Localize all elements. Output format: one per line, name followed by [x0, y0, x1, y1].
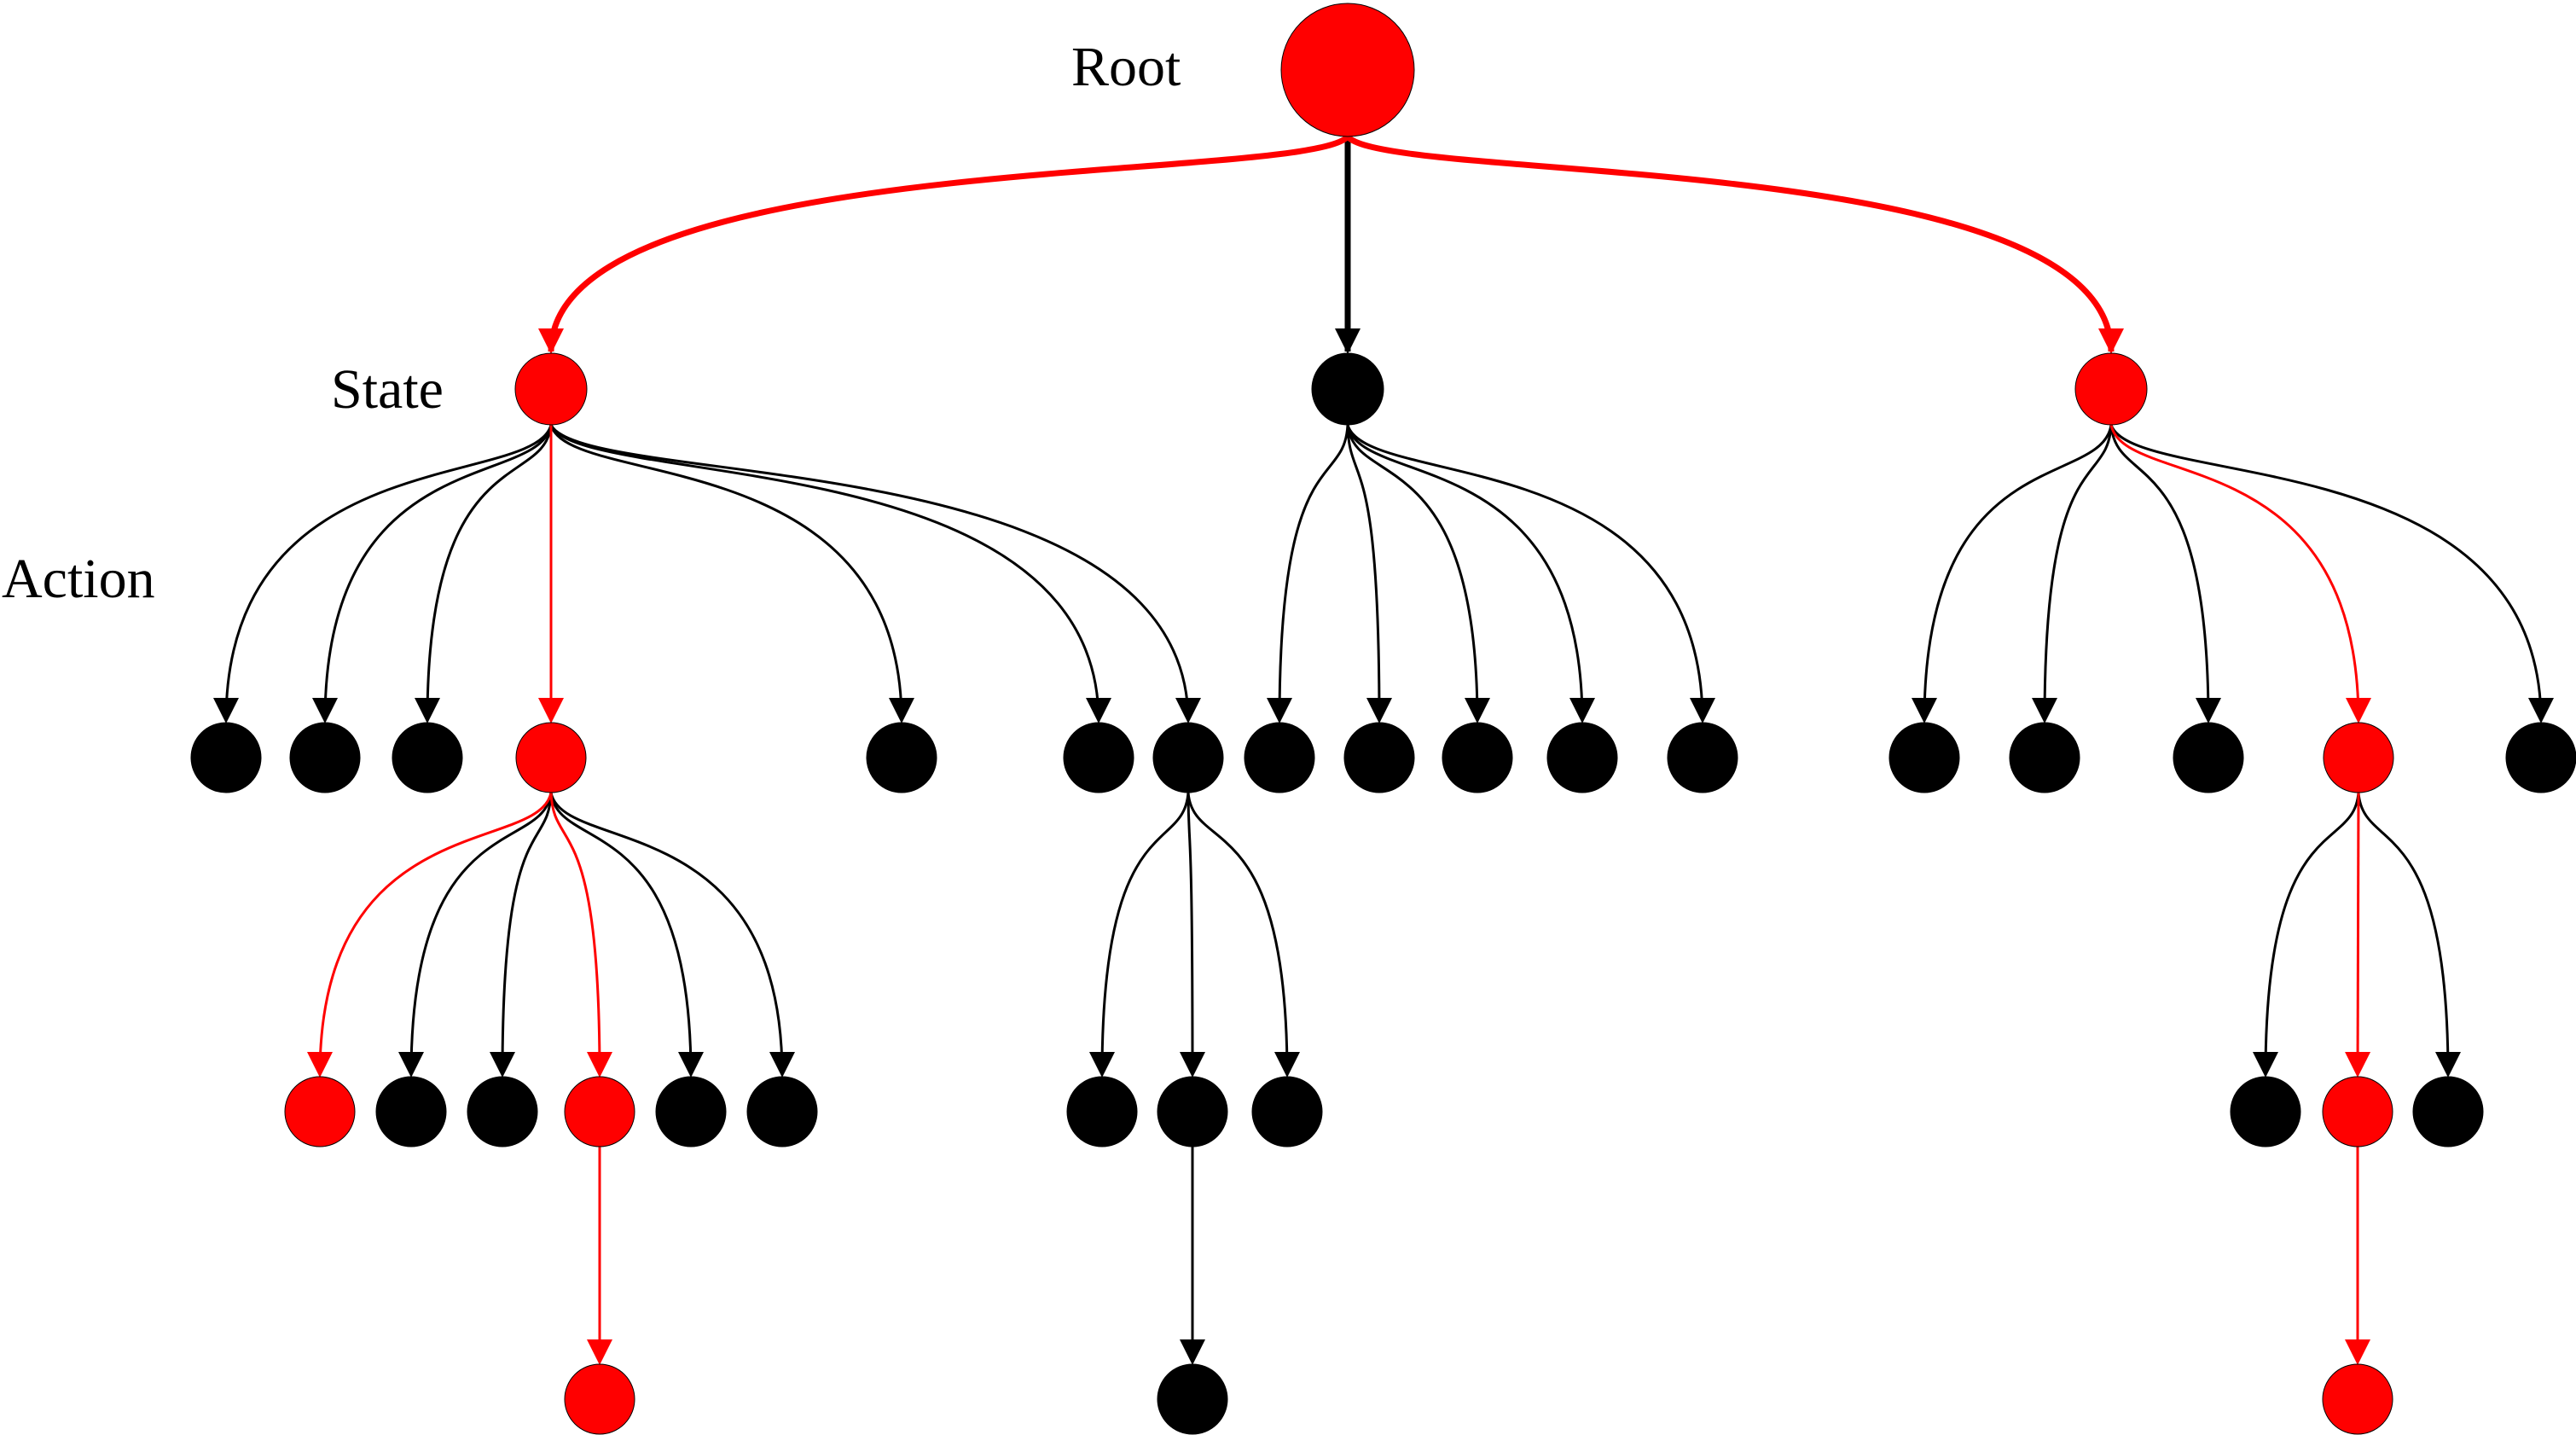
edge-s2-to-s2-a5: [1346, 424, 1715, 723]
node-s1-a4-c3: [467, 1076, 538, 1147]
edge-s1-to-s1-a7: [549, 424, 1201, 723]
edge-s3-to-s3-a5: [2109, 424, 2554, 723]
node-s1: [514, 352, 588, 426]
node-s1-a4-c6: [746, 1076, 818, 1147]
node-s1-a7-c2: [1157, 1076, 1228, 1147]
state-label: State: [331, 358, 444, 421]
edge-s3-to-s3-a3: [2109, 424, 2221, 723]
node-s1-a4-c1: [284, 1076, 356, 1147]
edge-s3-to-s3-a2: [2032, 424, 2113, 723]
node-s2-a4: [1546, 722, 1618, 793]
node-s3-a4-c1: [2230, 1076, 2301, 1147]
edge-s2-to-s2-a2: [1346, 424, 1392, 723]
edge-s1-a4-to-s1-a4-c4: [549, 792, 612, 1078]
node-s2-a1: [1244, 722, 1315, 793]
edge-s3-to-s3-a4: [2109, 424, 2371, 723]
edge-s1-a4-to-s1-a4-c2: [398, 792, 553, 1078]
node-s3-a4: [2323, 722, 2394, 793]
edge-root-to-s1: [538, 134, 1350, 354]
edge-s1-a4-to-s1-a4-c6: [549, 792, 795, 1078]
edge-s1-to-s1-a3: [415, 424, 553, 723]
node-s1-a2: [289, 722, 361, 793]
node-s2: [1311, 352, 1384, 426]
edge-s3-to-s3-a1: [1912, 424, 2113, 723]
edge-s2-to-s2-a1: [1267, 424, 1349, 723]
node-s1-a5: [866, 722, 937, 793]
node-s3-a4-c2: [2322, 1076, 2393, 1147]
node-s2-a3: [1442, 722, 1513, 793]
node-s1-a4-c4: [564, 1076, 635, 1147]
node-s3-a2: [2009, 722, 2080, 793]
labels-layer: Root State Action: [2, 36, 1181, 610]
node-s3-a5: [2505, 722, 2576, 793]
node-s3-a3: [2173, 722, 2244, 793]
edge-s1-a7-to-s1-a7-c3: [1186, 792, 1300, 1078]
edge-s1-a7-to-s1-a7-c1: [1089, 792, 1190, 1078]
edge-s1-to-s1-a2: [312, 424, 553, 723]
edge-s2-to-s2-a3: [1346, 424, 1490, 723]
node-s1-a6: [1063, 722, 1134, 793]
root-label: Root: [1071, 36, 1181, 98]
node-s3-a4-c2-leaf: [2322, 1363, 2393, 1435]
node-s1-a4-c5: [655, 1076, 727, 1147]
node-s1-a4-c4-leaf: [564, 1363, 635, 1435]
node-root: [1280, 3, 1415, 137]
node-s1-a7: [1152, 722, 1224, 793]
edge-s3-a4-to-s3-a4-c1: [2253, 792, 2360, 1078]
edge-s1-to-s1-a1: [213, 424, 553, 723]
edge-s1-a7-to-s1-a7-c2: [1179, 792, 1205, 1078]
node-s3-a1: [1888, 722, 1960, 793]
nodes-layer: [190, 3, 2576, 1435]
node-s1-a4: [515, 722, 587, 793]
node-s1-a7-c2-leaf: [1157, 1363, 1228, 1435]
edges-layer: [213, 134, 2554, 1365]
node-s1-a7-c1: [1066, 1076, 1138, 1147]
node-s2-a2: [1343, 722, 1415, 793]
node-s1-a4-c2: [375, 1076, 447, 1147]
edge-root-to-s3: [1345, 134, 2124, 354]
edge-s2-to-s2-a4: [1346, 424, 1595, 723]
edge-s1-to-s1-a5: [549, 424, 914, 723]
edge-s1-to-s1-a6: [549, 424, 1111, 723]
edge-s1-a4-to-s1-a4-c3: [490, 792, 553, 1078]
node-s1-a1: [190, 722, 262, 793]
action-label: Action: [2, 548, 155, 610]
node-s1-a7-c3: [1251, 1076, 1323, 1147]
node-s2-a5: [1667, 722, 1738, 793]
node-s1-a3: [392, 722, 463, 793]
edge-s1-a4-to-s1-a4-c5: [549, 792, 704, 1078]
edge-s3-a4-to-s3-a4-c3: [2357, 792, 2461, 1078]
node-s3: [2074, 352, 2148, 426]
edge-s1-a4-to-s1-a4-c1: [307, 792, 553, 1078]
node-s3-a4-c3: [2412, 1076, 2484, 1147]
